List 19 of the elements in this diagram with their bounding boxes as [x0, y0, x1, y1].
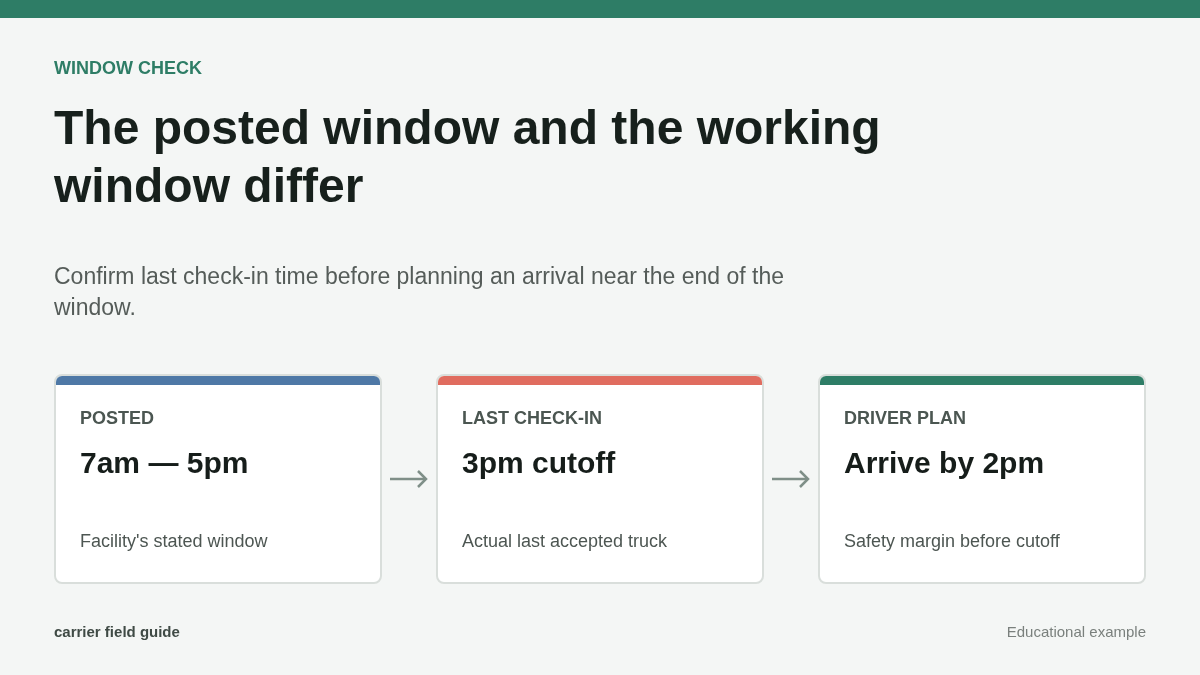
card-value: 3pm cutoff — [462, 445, 617, 481]
arrow — [772, 469, 810, 489]
step-card — [818, 374, 1146, 584]
card-description: Safety margin before cutoff — [844, 530, 1061, 552]
title: The posted window and the working window differ — [54, 100, 882, 214]
footer-note: Educational example — [1006, 623, 1146, 641]
step-card — [54, 374, 382, 584]
card-heading: DRIVER PLAN — [844, 407, 967, 429]
kicker-label: WINDOW CHECK — [54, 57, 202, 79]
step-card — [436, 374, 764, 584]
subtitle: Confirm last check-in time before planning an arrival near the end of the window. — [54, 262, 785, 322]
footer-note: carrier field guide — [54, 623, 180, 641]
card-heading: POSTED — [80, 407, 155, 429]
card-value: 7am — 5pm — [80, 445, 250, 481]
card-heading: LAST CHECK-IN — [462, 407, 603, 429]
card-description: Actual last accepted truck — [462, 530, 669, 552]
arrow — [390, 469, 428, 489]
card-description: Facility's stated window — [80, 530, 269, 552]
card-value: Arrive by 2pm — [844, 445, 1046, 481]
